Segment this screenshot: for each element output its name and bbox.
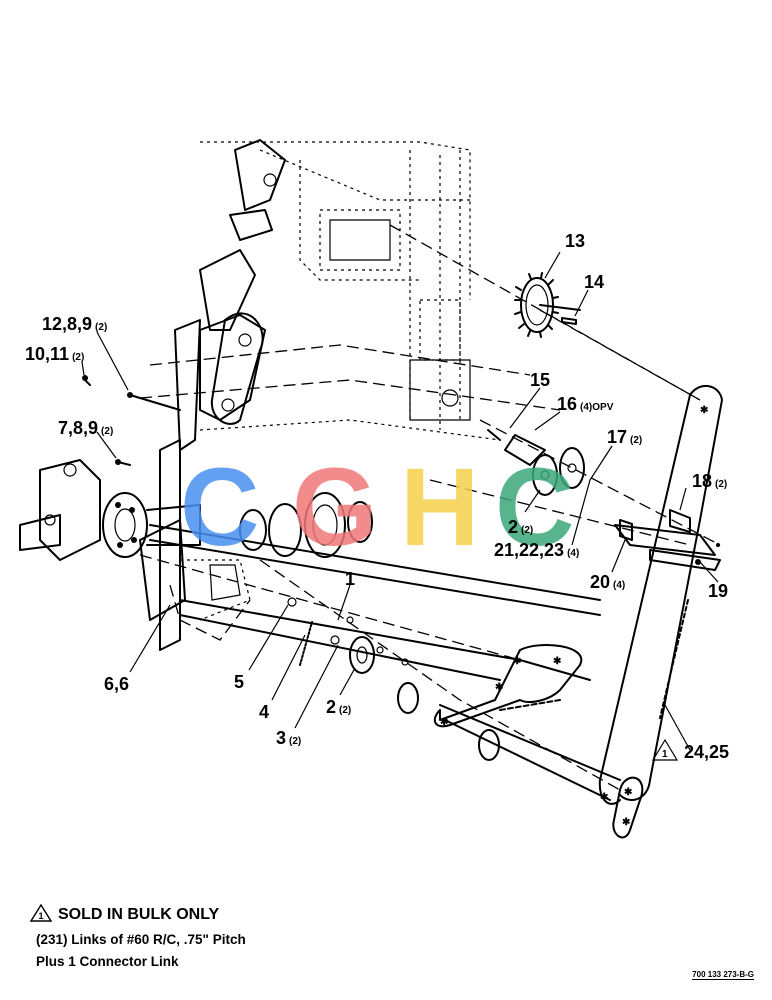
key-14 [561,317,577,325]
watermark-letter-c2: C [495,446,574,569]
note-title-text: SOLD IN BULK ONLY [58,906,220,923]
center-sprockets [239,492,373,558]
svg-text:✱: ✱ [440,717,449,728]
callout-15: 15 [530,370,550,390]
callout-17: 17(2) [607,427,642,447]
callout-2-upper: 2(2) [508,517,533,537]
svg-text:✱: ✱ [553,656,562,667]
note-title: 1 SOLD IN BULK ONLY [30,904,219,924]
part-4-pin [299,621,313,666]
callout-4: 4 [259,702,269,722]
callout-5: 5 [234,672,244,692]
callout-16: 16(4)OPV [557,394,614,414]
callout-18: 18(2) [692,471,727,491]
svg-text:✱: ✱ [513,656,522,667]
svg-text:✱: ✱ [700,405,709,416]
callout-13: 13 [565,231,585,251]
frame-structure [139,141,561,641]
callout-10-11: 10,11(2) [25,344,84,364]
svg-text:✱: ✱ [495,682,504,693]
leader-lines [81,251,719,751]
gearbox-assembly [19,459,201,561]
note-triangle-icon: 1 [30,904,52,922]
callout-19: 19 [708,581,728,601]
svg-text:✱: ✱ [600,792,609,803]
callout-1: 1 [345,569,355,589]
right-drive-chain: ✱ ✱ ✱ ✱ [598,385,723,839]
svg-text:1: 1 [39,911,44,921]
lower-drive-chain: ✱ ✱ ✱ ✱ [433,644,583,728]
callout-20: 20(4) [590,572,625,592]
right-sprockets [487,429,585,496]
drawing-number: 700 133 273-B-G [692,970,754,980]
callout-6-6: 6,6 [104,674,129,694]
callout-7-8-9: 7,8,9(2) [58,418,113,438]
callout-labels: 13 14 12,8,9(2) 10,11(2) 15 16(4)OPV 7,8… [25,231,729,762]
lower-sprockets [287,597,500,761]
shafts [139,224,721,801]
callout-3: 3(2) [276,728,301,748]
svg-text:24,25: 24,25 [684,742,729,762]
callout-12-8-9: 12,8,9(2) [42,314,107,334]
callout-14: 14 [584,272,604,292]
callout-21-22-23: 21,22,23(4) [494,540,579,560]
watermark-letter-h: H [400,446,479,569]
note-line-2: Plus 1 Connector Link [36,954,179,969]
callout-24-25: 1 24,25 [651,738,729,762]
bolts [82,375,181,466]
note-triangle-icon [651,738,679,761]
callout-2-lower: 2(2) [326,697,351,717]
bulk-chain-strand [659,599,689,719]
left-chain-case [139,139,286,651]
sprocket-13 [514,272,581,338]
watermark: C G H C [180,446,574,569]
svg-text:✱: ✱ [622,817,631,828]
watermark-letter-c: C [180,446,259,569]
idler-bracket [614,509,721,571]
svg-text:1: 1 [662,749,668,760]
note-line-1: (231) Links of #60 R/C, .75" Pitch [36,932,246,947]
watermark-letter-g: G [292,446,378,569]
svg-text:✱: ✱ [624,787,633,798]
